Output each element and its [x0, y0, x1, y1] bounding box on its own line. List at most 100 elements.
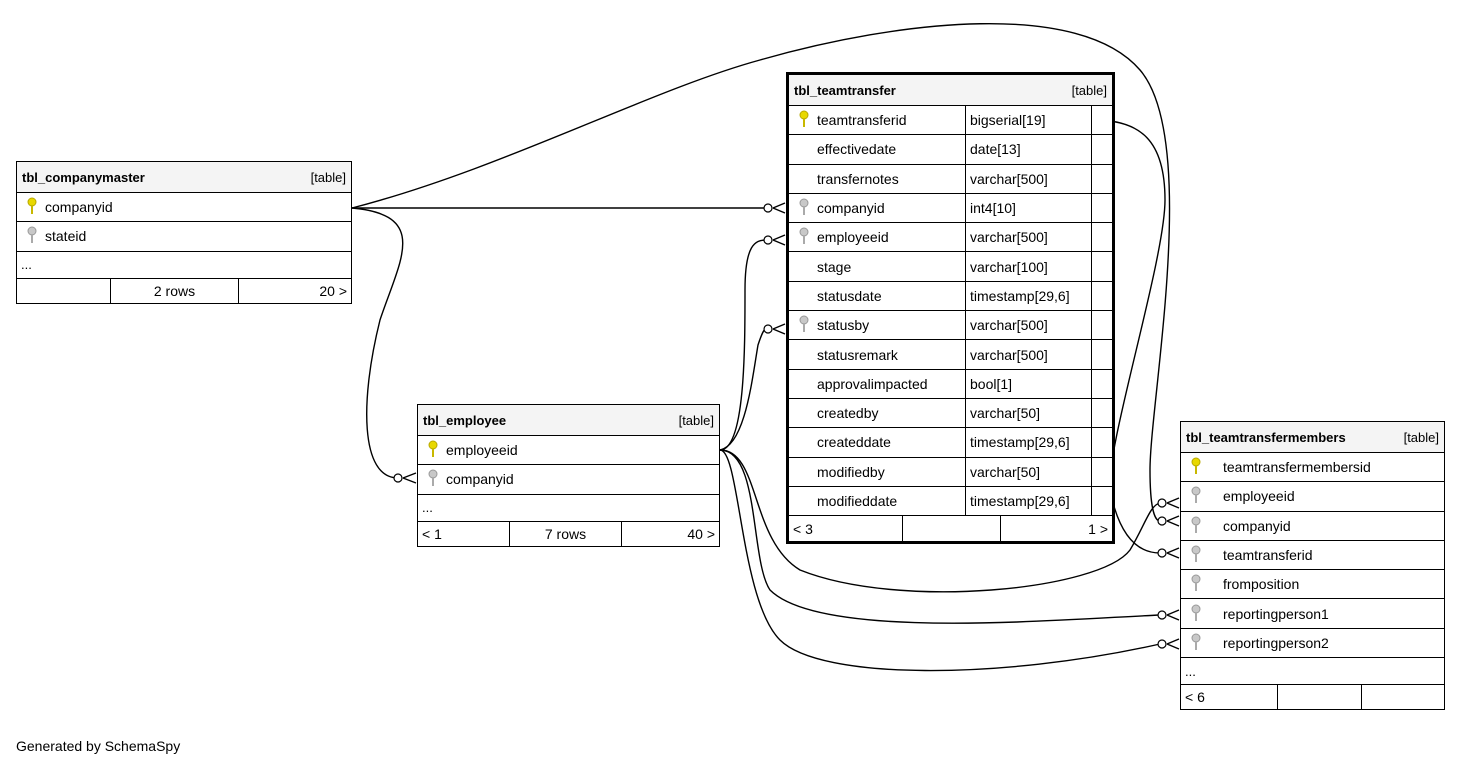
row-side-cell — [1091, 340, 1112, 369]
column-row[interactable]: employeeid — [1181, 482, 1444, 512]
column-row[interactable]: reportingperson2 — [1181, 629, 1444, 659]
column-row[interactable]: teamtransfermembersid — [1181, 453, 1444, 483]
column-name: teamtransferid — [817, 112, 907, 129]
column-type: bool[1] — [965, 369, 1092, 398]
column-type: varchar[500] — [965, 223, 1092, 252]
column-row[interactable]: companyid — [17, 193, 351, 223]
rel-employee-teamtransfer-statusby — [719, 328, 767, 451]
footer-rows — [1277, 685, 1361, 710]
column-name: modifiedby — [817, 463, 885, 480]
column-type: timestamp[29,6] — [965, 281, 1092, 311]
row-side-cell — [1091, 428, 1112, 457]
column-row[interactable]: companyid — [1181, 512, 1444, 541]
column-row[interactable]: approvalimpacted bool[1] — [789, 369, 1112, 399]
more-columns: ... — [418, 495, 719, 522]
foreign-key-icon — [1191, 604, 1201, 621]
column-row[interactable]: teamtransferid bigserial[19] — [789, 106, 1112, 136]
foreign-key-icon — [1191, 574, 1201, 592]
table-teamtransfermembers[interactable]: tbl_teamtransfermembers [table] teamtran… — [1180, 421, 1445, 711]
footer-children — [1361, 685, 1444, 710]
foreign-key-icon — [1191, 486, 1201, 504]
column-row[interactable]: teamtransferid — [1181, 541, 1444, 571]
column-type: varchar[500] — [965, 340, 1092, 369]
rel-employee-members-employeeid — [719, 449, 1161, 593]
primary-key-icon — [428, 440, 438, 458]
table-type: [table] — [310, 169, 346, 185]
column-name: employeeid — [1223, 488, 1295, 505]
footer-parents: < 3 — [793, 520, 813, 537]
row-side-cell — [1091, 311, 1112, 340]
no-key — [797, 374, 811, 394]
table-footer: < 3 1 > — [789, 516, 1112, 542]
column-row[interactable]: reportingperson1 — [1181, 599, 1444, 629]
footer-rows — [902, 516, 1000, 542]
column-row[interactable]: statusby varchar[500] — [789, 311, 1112, 341]
no-key — [797, 345, 811, 365]
column-name: reportingperson1 — [1223, 605, 1329, 622]
column-type: varchar[500] — [965, 164, 1092, 193]
column-row[interactable]: fromposition — [1181, 570, 1444, 600]
no-key — [797, 403, 811, 423]
footer-parents: < 6 — [1185, 689, 1205, 706]
no-key — [797, 286, 811, 306]
no-key — [797, 139, 811, 159]
primary-key-icon — [27, 197, 37, 215]
column-name: statusby — [817, 317, 870, 334]
column-name: approvalimpacted — [817, 375, 928, 392]
row-side-cell — [1091, 281, 1112, 311]
column-type: varchar[500] — [965, 311, 1092, 340]
column-name: createddate — [817, 434, 891, 451]
more-columns: ... — [17, 252, 351, 279]
table-name: tbl_teamtransfer — [794, 82, 896, 98]
more-columns: ... — [1181, 658, 1444, 686]
column-row[interactable]: employeeid — [418, 436, 719, 466]
primary-key-icon — [1191, 457, 1201, 475]
column-row[interactable]: statusdate timestamp[29,6] — [789, 281, 1112, 312]
column-row[interactable]: companyid — [418, 465, 719, 495]
row-side-cell — [1091, 369, 1112, 398]
table-footer: < 6 — [1181, 685, 1444, 710]
foreign-key-icon — [799, 227, 809, 245]
row-side-cell — [1091, 106, 1112, 135]
column-list: teamtransfermembersid employeeid companyid… — [1181, 453, 1444, 659]
column-name: companyid — [45, 199, 113, 216]
table-companymaster[interactable]: tbl_companymaster [table] companyid stat… — [16, 161, 352, 304]
footer-children: 40 > — [621, 521, 719, 546]
column-name: effectivedate — [817, 141, 897, 158]
column-type: varchar[50] — [965, 398, 1092, 428]
table-name: tbl_companymaster — [22, 169, 145, 185]
no-key — [797, 491, 811, 511]
table-header: tbl_companymaster [table] — [17, 162, 351, 193]
table-footer: < 1 7 rows 40 > — [418, 521, 719, 546]
row-side-cell — [1091, 486, 1112, 516]
footer-rows: 2 rows — [110, 278, 238, 303]
generated-by-text: Generated by SchemaSpy — [16, 738, 181, 754]
column-name: reportingperson2 — [1223, 634, 1329, 651]
column-type: bigserial[19] — [965, 106, 1092, 135]
column-name: companyid — [1223, 517, 1291, 534]
column-row[interactable]: stateid — [17, 222, 351, 252]
foreign-key-icon — [27, 226, 37, 244]
no-key — [797, 432, 811, 452]
row-side-cell — [1091, 223, 1112, 252]
primary-key-icon — [799, 110, 809, 128]
table-employee[interactable]: tbl_employee [table] employeeid companyi… — [417, 404, 720, 547]
row-side-cell — [1091, 457, 1112, 486]
rel-teamtransfer-members — [1093, 119, 1166, 554]
column-name: statusdate — [817, 287, 882, 304]
rel-employee-members-rp1 — [719, 449, 1161, 624]
foreign-key-icon — [1191, 516, 1201, 533]
